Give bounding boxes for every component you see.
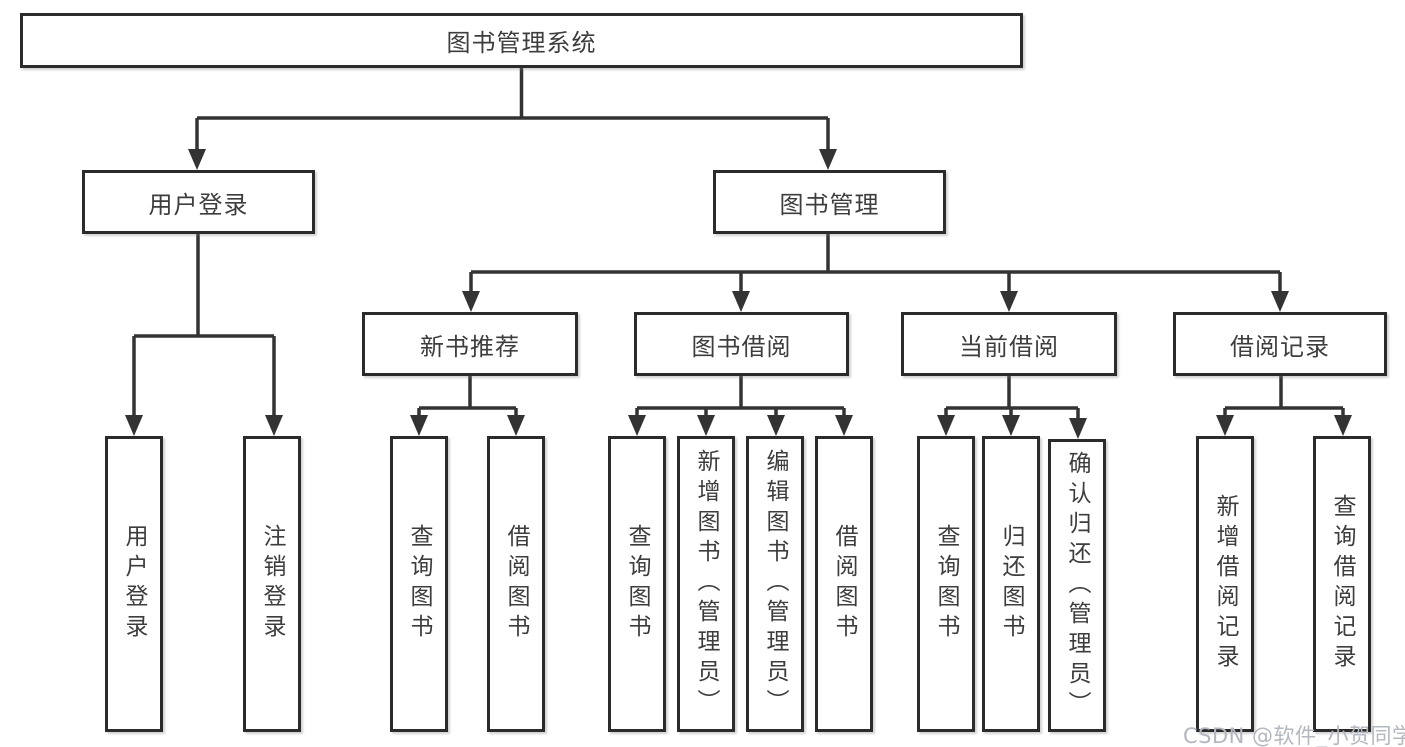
node-label: 查询借阅记录 xyxy=(1329,494,1355,674)
node-label: 查询图书 xyxy=(933,524,959,644)
node-label: 图书管理系统 xyxy=(446,29,597,57)
node-query-books-current: 查询图书 xyxy=(917,436,975,732)
node-label: 确认归还（管理员） xyxy=(1064,450,1090,721)
node-book-borrow: 图书借阅 xyxy=(634,312,849,376)
node-add-book-admin: 新增图书（管理员） xyxy=(677,436,735,732)
node-query-books-recommend: 查询图书 xyxy=(390,436,448,732)
node-library-system: 图书管理系统 xyxy=(20,13,1023,68)
node-label: 借阅图书 xyxy=(831,524,857,644)
node-edit-book-admin: 编辑图书（管理员） xyxy=(746,436,804,732)
node-label: 借阅图书 xyxy=(503,524,529,644)
node-label: 新增图书（管理员） xyxy=(693,449,719,719)
node-borrow-records: 借阅记录 xyxy=(1173,312,1387,376)
node-logout: 注销登录 xyxy=(243,436,301,732)
node-user-login: 用户登录 xyxy=(105,436,163,732)
node-label: 用户登录 xyxy=(121,524,147,644)
arrowheads xyxy=(125,149,1352,439)
node-label: 查询图书 xyxy=(624,524,650,644)
node-return-books: 归还图书 xyxy=(982,436,1040,732)
node-label: 当前借阅 xyxy=(959,332,1059,361)
node-query-books-borrow: 查询图书 xyxy=(608,436,666,732)
node-add-borrow-record: 新增借阅记录 xyxy=(1196,436,1254,732)
node-label: 借阅记录 xyxy=(1230,332,1330,361)
node-borrow-books-recommend: 借阅图书 xyxy=(487,436,545,732)
watermark: CSDN @软件_小贺同学 xyxy=(1183,724,1405,747)
node-label: 图书管理 xyxy=(779,190,880,219)
node-label: 注销登录 xyxy=(259,524,285,644)
node-label: 归还图书 xyxy=(998,524,1024,644)
node-new-book-recommend: 新书推荐 xyxy=(362,312,578,376)
node-confirm-return-admin: 确认归还（管理员） xyxy=(1048,439,1106,732)
node-user-login-group: 用户登录 xyxy=(82,170,315,234)
node-query-borrow-record: 查询借阅记录 xyxy=(1313,436,1371,732)
node-label: 查询图书 xyxy=(406,524,432,644)
node-label: 图书借阅 xyxy=(691,332,792,361)
connector-strokes xyxy=(132,68,1345,421)
node-label: 编辑图书（管理员） xyxy=(762,449,788,719)
node-label: 新增借阅记录 xyxy=(1212,494,1238,674)
node-book-management: 图书管理 xyxy=(713,170,946,234)
node-label: 新书推荐 xyxy=(420,332,520,361)
node-current-borrow: 当前借阅 xyxy=(901,312,1117,376)
node-label: 用户登录 xyxy=(148,190,249,219)
node-borrow-books: 借阅图书 xyxy=(815,436,873,732)
